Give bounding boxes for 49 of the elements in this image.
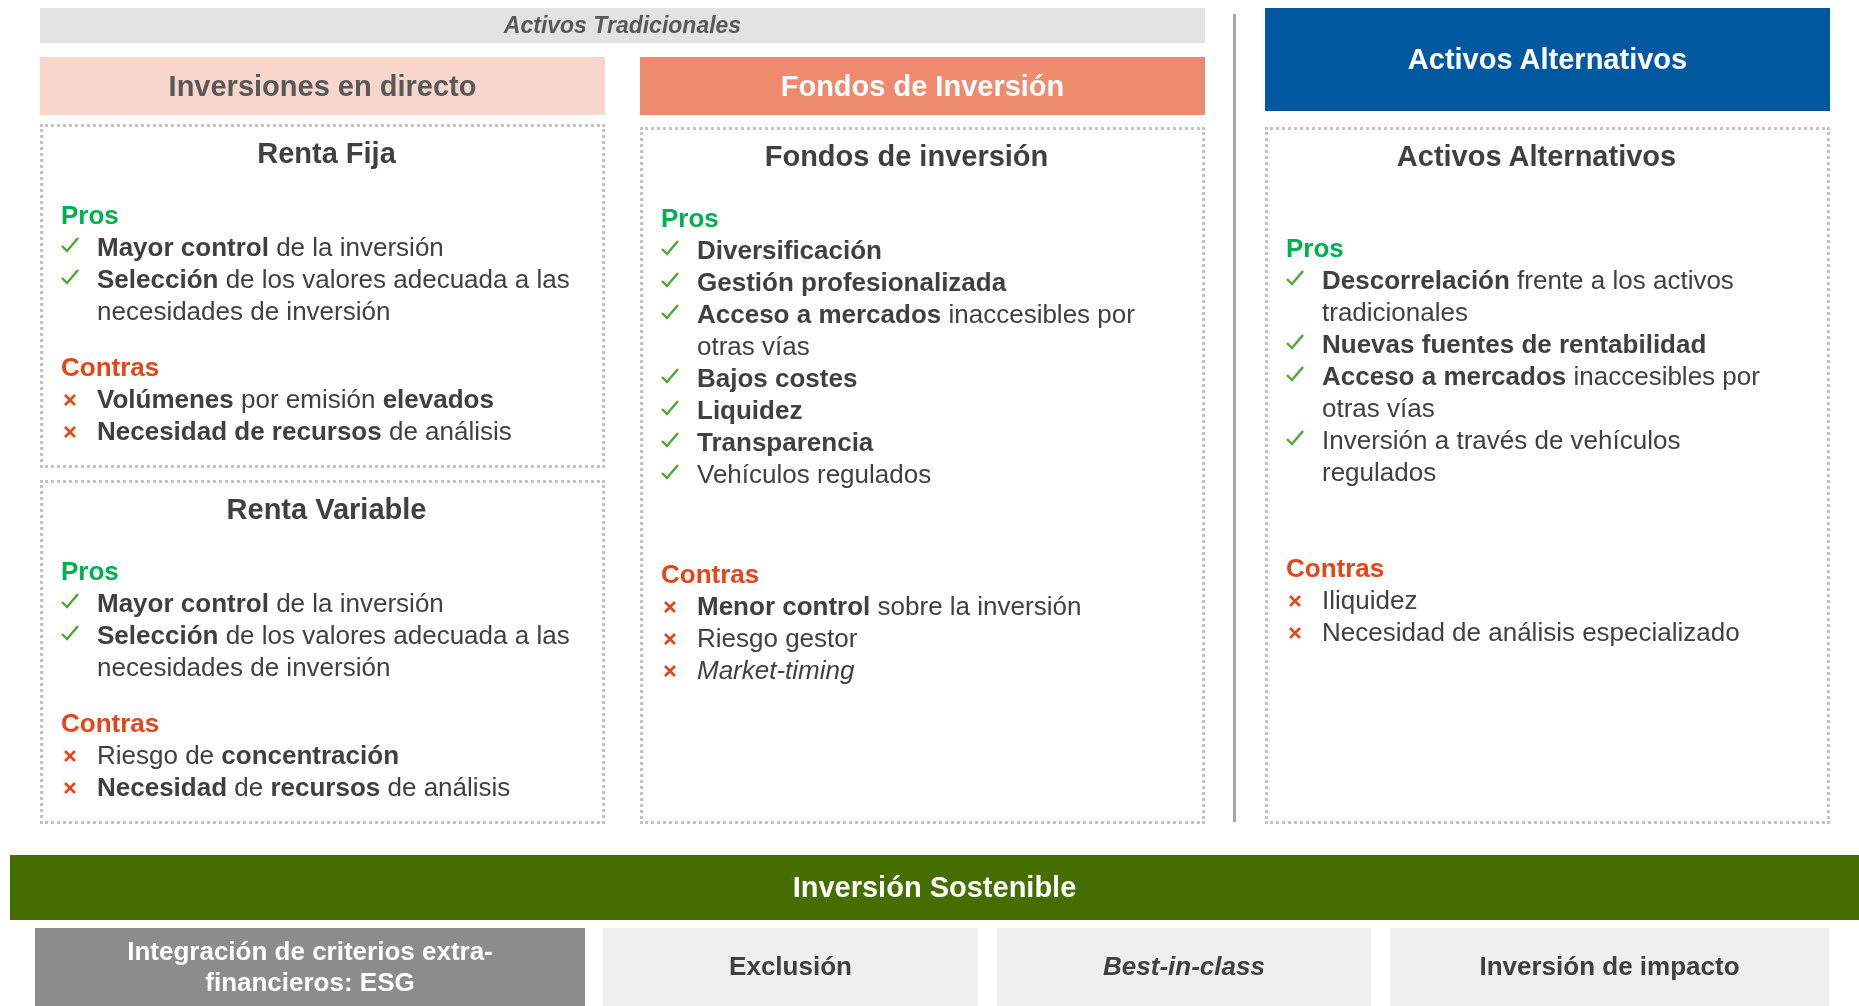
section-band: Inversión Sostenible (10, 855, 1859, 920)
section-label: Pros (61, 199, 120, 231)
section-label: Contras (61, 351, 161, 383)
category-tile: Best-in-class (997, 928, 1371, 1006)
section-label: Pros (61, 555, 120, 587)
section-label: Pros (661, 202, 720, 234)
dotted-panel (40, 480, 605, 824)
list-item: Vehículos regulados (697, 458, 932, 490)
list-item: Iliquidez (1322, 584, 1418, 616)
list-item: Riesgo gestor (697, 622, 858, 654)
list-item: Necesidad de recursos de análisis (97, 771, 511, 803)
dotted-panel (40, 124, 605, 468)
list-item: Selección de los valores adecuada a las necesidades de inversión (97, 619, 571, 683)
section-label: Contras (661, 558, 761, 590)
panel-heading: Activos Alternativos (1395, 140, 1678, 172)
list-item: Necesidad de recursos de análisis (97, 415, 512, 447)
list-item: Mayor control de la inversión (97, 231, 444, 263)
list-item: Bajos costes (697, 362, 858, 394)
list-item: Menor control sobre la inversión (697, 590, 1082, 622)
category-header: Activos Alternativos (1265, 8, 1830, 111)
category-header: Inversiones en directo (40, 57, 605, 115)
list-item: Market-timing (697, 654, 855, 686)
dotted-panel (640, 127, 1205, 824)
list-item: Transparencia (697, 426, 874, 458)
panel-heading: Fondos de inversión (763, 140, 1050, 172)
list-item: Volúmenes por emisión elevados (97, 383, 494, 415)
category-header: Fondos de Inversión (640, 57, 1205, 115)
list-item: Acceso a mercados inaccesibles por otras vías (1322, 360, 1761, 424)
section-band: Activos Tradicionales (40, 8, 1205, 43)
list-item: Selección de los valores adecuada a las necesidades de inversión (97, 263, 571, 327)
list-item: Necesidad de análisis especializado (1322, 616, 1740, 648)
section-label: Contras (61, 707, 161, 739)
list-item: Acceso a mercados inaccesibles por otras vías (697, 298, 1136, 362)
section-label: Pros (1286, 232, 1345, 264)
list-item: Descorrelación frente a los activos tradicionales (1322, 264, 1735, 328)
list-item: Inversión a través de vehículos regulados (1322, 424, 1682, 488)
category-tile: Inversión de impacto (1390, 928, 1829, 1006)
panel-heading: Renta Fija (256, 137, 397, 169)
list-item: Liquidez (697, 394, 803, 426)
section-label: Contras (1286, 552, 1386, 584)
category-tile: Exclusión (603, 928, 978, 1006)
list-item: Mayor control de la inversión (97, 587, 444, 619)
list-item: Nuevas fuentes de rentabilidad (1322, 328, 1707, 360)
list-item: Diversificación (697, 234, 882, 266)
list-item: Riesgo de concentración (97, 739, 400, 771)
category-tile: Integración de criterios extra-financieros: ESG (35, 928, 585, 1006)
list-item: Gestión profesionalizada (697, 266, 1007, 298)
dotted-panel (1265, 127, 1830, 824)
panel-heading: Renta Variable (225, 493, 428, 525)
